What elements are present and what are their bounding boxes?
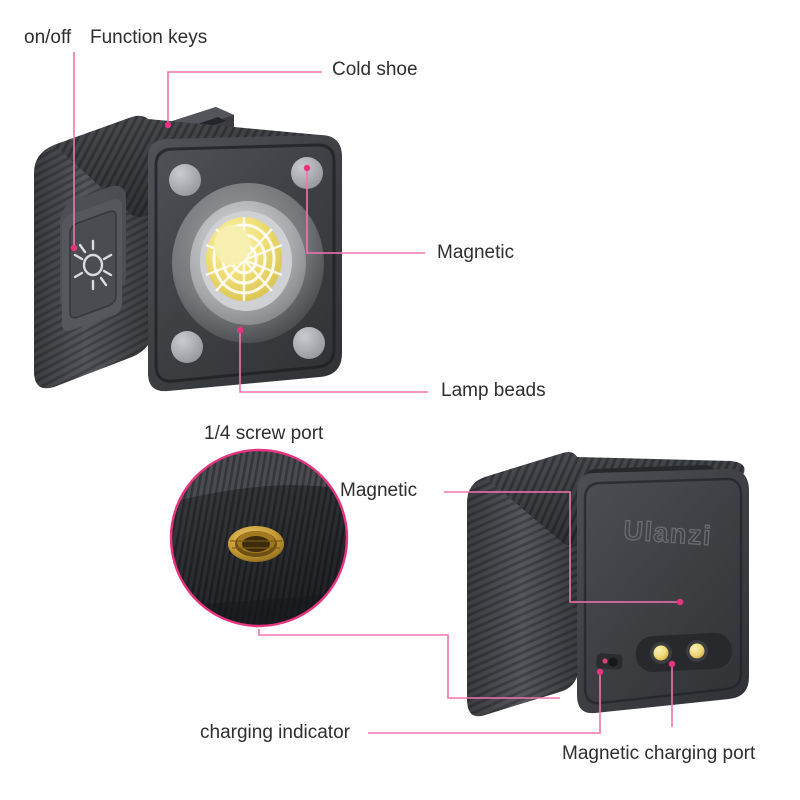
magnet-pad-top-left: [169, 164, 201, 196]
power-function-button[interactable]: [60, 181, 126, 331]
magnetic-charging-port: [635, 632, 732, 673]
screw-port-magnifier-inset: [169, 448, 349, 628]
magnet-pad-bottom-left: [171, 331, 203, 363]
product-front-view: [34, 107, 342, 392]
label-magnetic-back: Magnetic: [340, 480, 418, 501]
product-back-view: Ulanzi: [467, 452, 749, 717]
label-charging-indicator: charging indicator: [200, 722, 350, 743]
brightness-sun-icon: [73, 239, 113, 291]
label-magnetic-front: Magnetic: [437, 242, 515, 263]
led-lens-assembly: [172, 183, 324, 343]
magnet-pad-top-right: [291, 157, 323, 189]
magnet-pad-bottom-right: [293, 327, 325, 359]
brand-logo: Ulanzi: [623, 515, 713, 551]
label-function-keys: Function keys: [90, 27, 208, 48]
label-cold-shoe: Cold shoe: [332, 59, 418, 80]
label-on-off: on/off: [24, 27, 72, 48]
lamp-beads-reflector: [200, 211, 292, 311]
back-body-face: [577, 469, 749, 714]
label-magnetic-charging-port: Magnetic charging port: [562, 743, 756, 764]
label-lamp-beads: Lamp beads: [441, 380, 546, 401]
quarter-inch-thread: [228, 526, 284, 562]
magnifier-ring: [169, 448, 349, 628]
label-screw-port: 1/4 screw port: [204, 423, 324, 444]
charging-indicator-led: [596, 653, 623, 670]
